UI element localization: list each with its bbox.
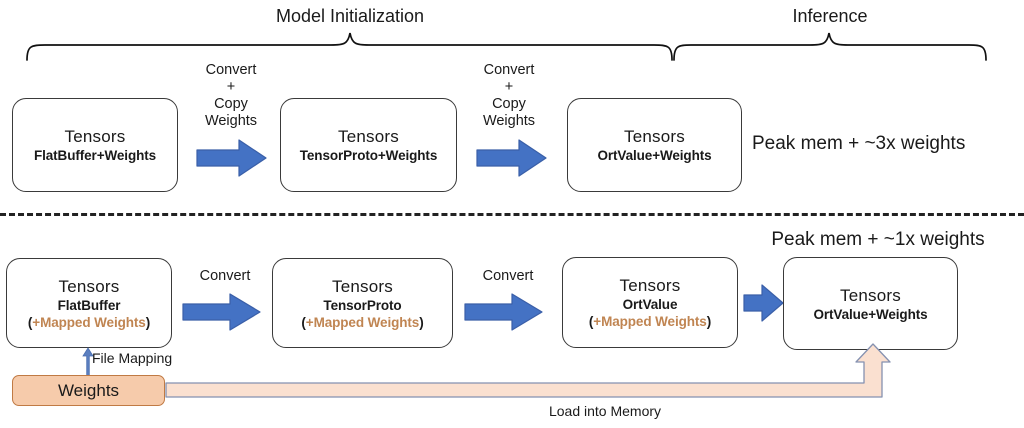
arrow-label-convert-copy-2: Convert + Copy Weights	[482, 62, 536, 129]
bottom-box-tensorproto-sub: TensorProto	[323, 297, 402, 313]
label-file-mapping: File Mapping	[92, 350, 173, 366]
label-inference: Inference	[792, 6, 868, 26]
bottom-box-tensorproto-title: Tensors	[332, 276, 393, 296]
bottom-box-ortvalue-weights-title: Tensors	[840, 285, 901, 305]
weights-box: Weights	[12, 375, 165, 406]
note-peak-mem-3x: Peak mem + ~3x weights	[752, 133, 966, 154]
brace-inference	[673, 32, 987, 61]
top-box-ortvalue-title: Tensors	[624, 127, 685, 146]
section-divider	[0, 213, 1024, 216]
arrow-right-blue-top-2	[476, 139, 547, 177]
label-load-into-memory: Load into Memory	[548, 403, 662, 419]
arrow-right-blue-top-1	[196, 139, 267, 177]
top-box-tensorproto-sub: TensorProto+Weights	[299, 148, 438, 163]
bottom-box-tensorproto: Tensors TensorProto (+Mapped Weights)	[272, 258, 453, 348]
arrow-label-convert-copy-1: Convert + Copy Weights	[204, 62, 258, 129]
mapped-weights-text: +Mapped Weights	[305, 314, 420, 330]
bottom-box-ortvalue-mapped: Tensors OrtValue (+Mapped Weights)	[562, 257, 738, 348]
arrow-label-convert-bottom-1: Convert	[199, 268, 251, 284]
top-box-tensorproto-title: Tensors	[338, 127, 399, 146]
bottom-box-ortvalue-weights-sub: OrtValue+Weights	[813, 306, 928, 322]
paren-close: )	[706, 314, 712, 329]
bottom-box-ortvalue-weights: Tensors OrtValue+Weights	[783, 257, 958, 350]
top-box-tensorproto: Tensors TensorProto+Weights	[280, 98, 457, 192]
weights-box-label: Weights	[57, 380, 120, 400]
arrow-right-blue-bottom-3	[743, 284, 784, 322]
paren-close: )	[145, 314, 151, 330]
paren-open: (	[588, 314, 594, 329]
paren-close: )	[419, 314, 424, 330]
bottom-box-flatbuffer-mapped: (+Mapped Weights)	[28, 314, 150, 331]
arrow-right-blue-bottom-1	[182, 293, 261, 331]
top-box-flatbuffer-title: Tensors	[64, 127, 126, 146]
bottom-box-ortvalue-mapped-text: (+Mapped Weights)	[589, 313, 711, 330]
bottom-box-flatbuffer: Tensors FlatBuffer (+Mapped Weights)	[6, 258, 172, 348]
mapped-weights-text: +Mapped Weights	[593, 314, 707, 329]
bottom-box-tensorproto-mapped: (+Mapped Weights)	[301, 314, 423, 331]
label-model-initialization: Model Initialization	[275, 6, 425, 26]
bottom-box-flatbuffer-title: Tensors	[58, 276, 120, 296]
paren-open: (	[27, 314, 33, 330]
top-box-flatbuffer: Tensors FlatBuffer+Weights	[12, 98, 178, 192]
arrow-load-into-memory	[165, 343, 891, 398]
paren-open: (	[301, 314, 306, 330]
top-box-ortvalue-sub: OrtValue+Weights	[597, 148, 712, 163]
bottom-box-ortvalue-sub: OrtValue	[622, 297, 678, 312]
arrow-label-convert-bottom-2: Convert	[482, 268, 534, 284]
bottom-box-ortvalue-title: Tensors	[619, 276, 681, 295]
top-box-ortvalue: Tensors OrtValue+Weights	[567, 98, 742, 192]
arrow-right-blue-bottom-2	[464, 293, 543, 331]
mapped-weights-text: +Mapped Weights	[32, 314, 146, 330]
bottom-box-flatbuffer-sub: FlatBuffer	[57, 297, 121, 313]
note-peak-mem-1x: Peak mem + ~1x weights	[771, 229, 985, 250]
top-box-flatbuffer-sub: FlatBuffer+Weights	[33, 148, 157, 163]
brace-model-initialization	[26, 32, 673, 61]
